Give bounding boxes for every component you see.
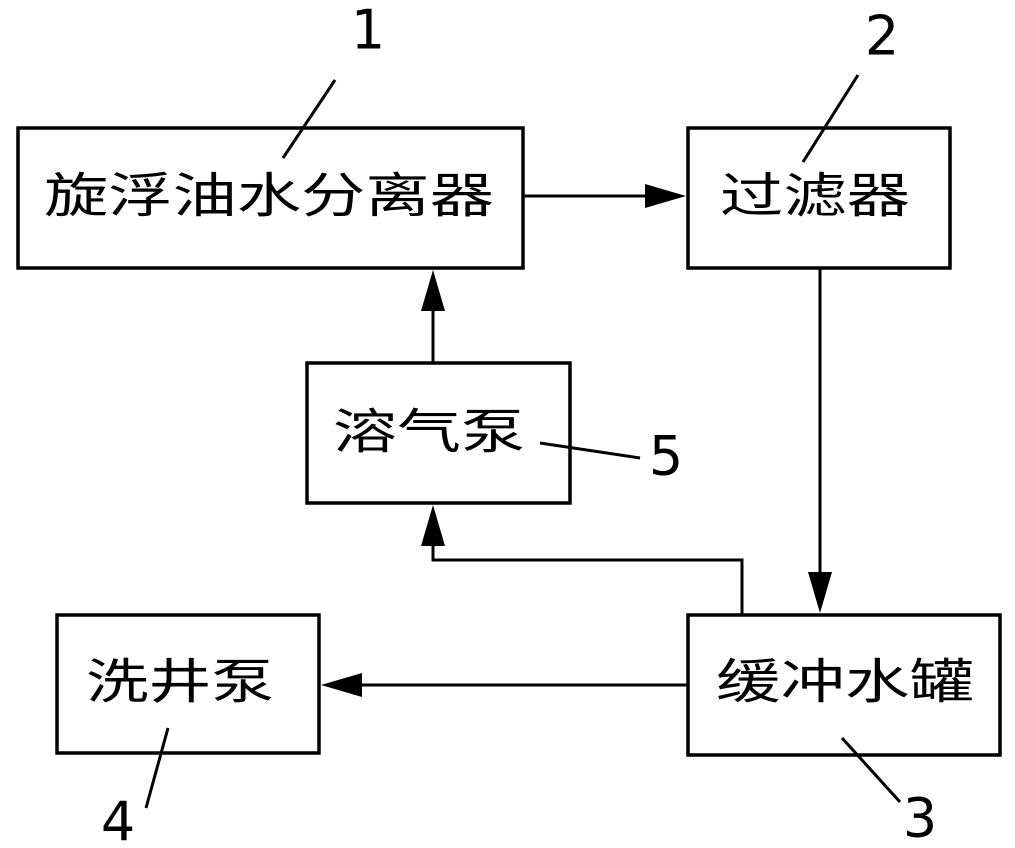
arrow-filter-to-buffer-tank — [808, 268, 832, 613]
arrowhead-left-icon — [321, 673, 362, 697]
callout-number: 3 — [903, 787, 937, 848]
callout-1: 1 — [281, 0, 385, 159]
arrow-buffer-tank-to-dissolved-air-pump — [421, 505, 744, 615]
leader-line — [840, 736, 902, 804]
callout-number: 4 — [101, 791, 135, 848]
separator-label: 旋浮油水分离器 — [44, 168, 494, 224]
arrowhead-up-icon — [421, 270, 445, 311]
well-wash-pump-node: 洗井泵 — [55, 613, 321, 755]
callout-number: 5 — [649, 425, 683, 488]
buffer-tank-label: 缓冲水罐 — [716, 654, 974, 710]
arrow-dissolved-air-pump-to-separator — [421, 270, 445, 363]
leader-line — [539, 441, 641, 460]
callout-number: 1 — [351, 0, 385, 62]
buffer-tank-box — [686, 613, 1002, 757]
dissolved-air-pump-box — [305, 361, 572, 505]
arrow-separator-to-filter — [523, 184, 686, 208]
arrowhead-up-icon — [421, 505, 445, 546]
leader-line — [801, 74, 860, 163]
callout-4: 4 — [101, 727, 170, 848]
separator-node: 旋浮油水分离器 — [16, 126, 525, 270]
separator-box — [16, 126, 525, 270]
arrowhead-right-icon — [645, 184, 686, 208]
leader-line — [144, 727, 170, 809]
buffer-tank-node: 缓冲水罐 — [686, 613, 1002, 757]
filter-label: 过滤器 — [720, 168, 910, 224]
filter-node: 过滤器 — [686, 126, 952, 270]
dissolved-air-pump-node: 溶气泵 — [305, 361, 572, 505]
callout-3: 3 — [840, 736, 937, 848]
dissolved-air-pump-label: 溶气泵 — [333, 404, 525, 460]
leader-line — [281, 79, 337, 159]
callout-2: 2 — [801, 5, 899, 163]
well-wash-pump-label: 洗井泵 — [86, 654, 274, 710]
arrowhead-down-icon — [808, 572, 832, 613]
arrow-buffer-tank-to-well-wash-pump — [321, 673, 688, 697]
callout-number: 2 — [865, 5, 899, 68]
well-wash-pump-box — [55, 613, 321, 755]
callout-5: 5 — [539, 425, 683, 488]
filter-box — [686, 126, 952, 270]
